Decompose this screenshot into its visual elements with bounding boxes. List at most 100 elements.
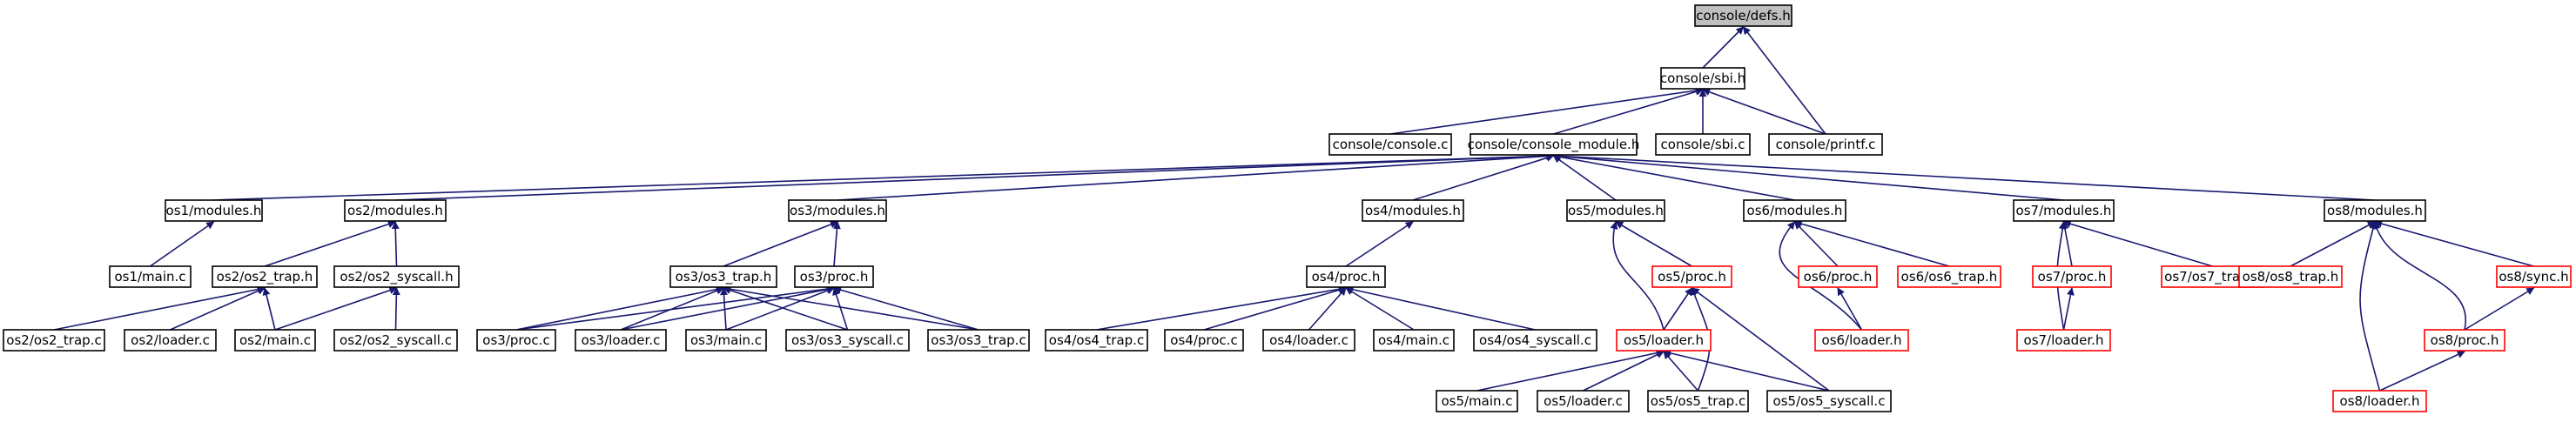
node-os1-main[interactable]: os1/main.c [109,265,192,288]
node-os2-syscall-c[interactable]: os2/os2_syscall.c [333,329,458,352]
node-label: os8/os8_trap.h [2243,269,2339,285]
node-os4-loader-c[interactable]: os4/loader.c [1262,329,1355,352]
node-label: os6/loader.h [1822,332,1902,348]
node-os3-main-c[interactable]: os3/main.c [685,329,767,352]
node-sbi-h[interactable]: console/sbi.h [1660,67,1745,90]
node-label: console/sbi.h [1660,70,1745,86]
edge-os7_trap_h-to-os7_modules [2062,220,2213,267]
node-label: os8/loader.h [2340,393,2420,409]
node-label: os2/loader.c [131,332,210,348]
node-box [234,329,316,352]
node-os5-proc-h[interactable]: os5/proc.h [1651,265,1732,288]
node-os5-trap-c[interactable]: os5/os5_trap.c [1647,390,1749,412]
edge-os3_syscall_c-to-os3_trap_h [723,286,848,331]
node-os2-loader-c[interactable]: os2/loader.c [124,329,217,352]
node-os3-proc-h[interactable]: os3/proc.h [794,265,874,288]
edge-os2_syscall_h-to-os2_modules [391,221,400,267]
node-box [2332,390,2427,412]
edge-os4_trap_c-to-os4_proc_h [1096,285,1347,331]
edge-os6_modules-to-console_module_h [1552,153,1795,201]
node-os4-trap-c[interactable]: os4/os4_trap.c [1045,329,1148,352]
node-box [1045,329,1148,352]
node-label: os3/proc.c [482,332,549,348]
node-box [1470,133,1638,156]
node-os5-main-c[interactable]: os5/main.c [1436,390,1518,412]
node-label: console/sbi.c [1661,137,1745,152]
node-os7-loader-h[interactable]: os7/loader.h [2016,329,2111,352]
edge-os4_proc_c-to-os4_proc_h [1203,285,1347,331]
edge-os8_loader_h-to-os8_modules [2359,221,2381,392]
node-printf-c[interactable]: console/printf.c [1768,133,1883,156]
node-os3-modules[interactable]: os3/modules.h [788,199,887,222]
node-os4-proc-h[interactable]: os4/proc.h [1306,265,1386,288]
node-os7-proc-h[interactable]: os7/proc.h [2032,265,2112,288]
node-os8-loader-h[interactable]: os8/loader.h [2332,390,2427,412]
node-box [1694,4,1792,27]
node-os4-modules[interactable]: os4/modules.h [1362,199,1464,222]
node-os6-loader-h[interactable]: os6/loader.h [1814,329,1909,352]
node-os2-trap-c[interactable]: os2/os2_trap.c [3,329,105,352]
node-os1-modules[interactable]: os1/modules.h [165,199,263,222]
node-label: os5/loader.c [1544,393,1623,409]
node-os5-syscall-c[interactable]: os5/os5_syscall.c [1766,390,1892,412]
node-os5-loader-h[interactable]: os5/loader.h [1616,329,1712,352]
node-label: os5/main.c [1441,393,1512,409]
node-os3-trap-h[interactable]: os3/os3_trap.h [669,265,777,288]
edge-os4_main_c-to-os4_proc_h [1345,287,1415,331]
edge-os3_loader_c-to-os3_proc_h [620,285,835,331]
node-os5-loader-c[interactable]: os5/loader.c [1537,390,1630,412]
node-os4-main-c[interactable]: os4/main.c [1373,329,1455,352]
node-os4-proc-c[interactable]: os4/proc.c [1164,329,1244,352]
node-box [212,265,318,288]
edge-os5_syscall_c-to-os5_proc_h [1691,287,1830,392]
edge-os5_main_c-to-os5_loader_h [1476,349,1665,392]
node-box [1766,390,1892,412]
node-os6-modules[interactable]: os6/modules.h [1743,199,1846,222]
node-os4-syscall-c[interactable]: os4/os4_syscall.c [1473,329,1597,352]
node-os6-trap-h[interactable]: os6/os6_trap.h [1897,265,2001,288]
edge-os6_trap_h-to-os6_modules [1793,219,1950,267]
node-os3-proc-c[interactable]: os3/proc.c [476,329,556,352]
node-os2-modules[interactable]: os2/modules.h [344,199,447,222]
node-box [1814,329,1909,352]
node-sbi-c[interactable]: console/sbi.c [1655,133,1751,156]
node-console-module-h[interactable]: console/console_module.h [1468,133,1640,156]
node-label: os4/proc.h [1312,269,1381,285]
edge-os8_sync_h-to-os8_modules [2374,219,2534,267]
node-os2-main-c[interactable]: os2/main.c [234,329,316,352]
node-os8-sync-h[interactable]: os8/sync.h [2496,265,2572,288]
node-os2-trap-h[interactable]: os2/os2_trap.h [212,265,318,288]
edge-os7_modules-to-console_module_h [1552,152,2064,201]
node-console-c[interactable]: console/console.c [1328,133,1452,156]
node-box [344,199,447,222]
node-root[interactable]: console/defs.h [1694,4,1792,27]
node-label: os2/os2_trap.h [217,269,313,285]
node-os8-modules[interactable]: os8/modules.h [2324,199,2426,222]
node-os2-syscall-h[interactable]: os2/os2_syscall.h [333,265,460,288]
node-box [794,265,874,288]
node-os5-modules[interactable]: os5/modules.h [1566,199,1665,222]
edge-os8_trap_h-to-os8_modules [2290,221,2376,267]
node-label: os6/modules.h [1747,203,1843,218]
edge-os7_loader_h-to-os7_proc_h [2062,287,2075,331]
node-box [1537,390,1630,412]
node-box [2032,265,2112,288]
edge-os4_syscall_c-to-os4_proc_h [1345,285,1536,331]
node-os7-modules[interactable]: os7/modules.h [2013,199,2115,222]
edge-os5_loader_h-to-os5_proc_h [1663,287,1693,331]
node-os6-proc-h[interactable]: os6/proc.h [1798,265,1878,288]
edge-os8_loader_h-to-os8_proc_h [2379,351,2465,392]
edge-os8_modules-to-console_module_h [1552,151,2376,201]
node-label: os7/loader.h [2024,332,2104,348]
node-os8-trap-h[interactable]: os8/os8_trap.h [2238,265,2343,288]
node-os3-trap-c[interactable]: os3/os3_trap.c [927,329,1030,352]
node-os3-loader-c[interactable]: os3/loader.c [575,329,667,352]
node-label: os4/proc.c [1170,332,1237,348]
node-label: os3/os3_syscall.c [791,332,904,349]
node-label: os2/modules.h [347,203,443,218]
node-label: os8/proc.h [2431,332,2499,348]
node-label: os8/modules.h [2327,203,2423,218]
node-os8-proc-h[interactable]: os8/proc.h [2424,329,2505,352]
node-box [333,265,460,288]
node-os3-syscall-c[interactable]: os3/os3_syscall.c [785,329,910,352]
